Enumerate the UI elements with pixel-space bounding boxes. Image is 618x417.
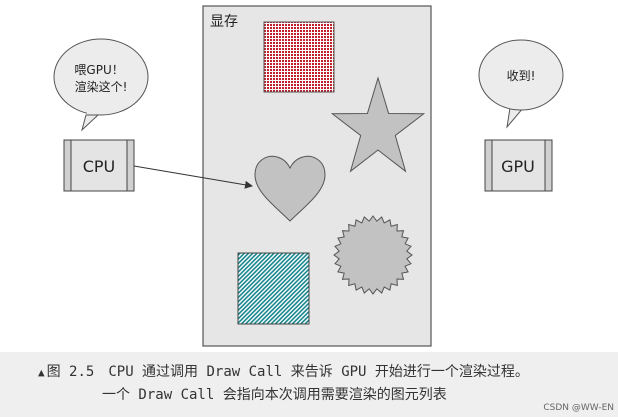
- caption-line-2: 一个 Draw Call 会指向本次调用需要渲染的图元列表: [102, 384, 447, 404]
- teal-hatched-square: [238, 253, 309, 324]
- memory-label: 显存: [210, 14, 238, 30]
- red-checkered-square: [264, 22, 334, 92]
- figure-caption: ▲图 2.5 CPU 通过调用 Draw Call 来告诉 GPU 开始进行一个渲…: [0, 352, 618, 417]
- caption-text-1: CPU 通过调用 Draw Call 来告诉 GPU 开始进行一个渲染过程。: [108, 364, 529, 380]
- gpu-speech-text: 收到!: [507, 69, 536, 83]
- caption-line-1: ▲图 2.5 CPU 通过调用 Draw Call 来告诉 GPU 开始进行一个渲…: [38, 361, 529, 381]
- cpu-box: CPU: [64, 140, 134, 191]
- gpu-label: GPU: [501, 157, 535, 176]
- cpu-speech-bubble: 喂GPU！ 渲染这个!: [54, 39, 148, 130]
- triangle-marker-icon: ▲: [38, 366, 45, 379]
- watermark: CSDN @WW-EN: [543, 403, 614, 413]
- gpu-box: GPU: [485, 140, 552, 191]
- draw-call-diagram: 显存 喂GPU！ 渲染这个! CPU 收到! GPU: [0, 0, 618, 352]
- figure-number: 图 2.5: [47, 364, 95, 380]
- cpu-label: CPU: [83, 157, 116, 176]
- gpu-speech-bubble: 收到!: [479, 40, 563, 127]
